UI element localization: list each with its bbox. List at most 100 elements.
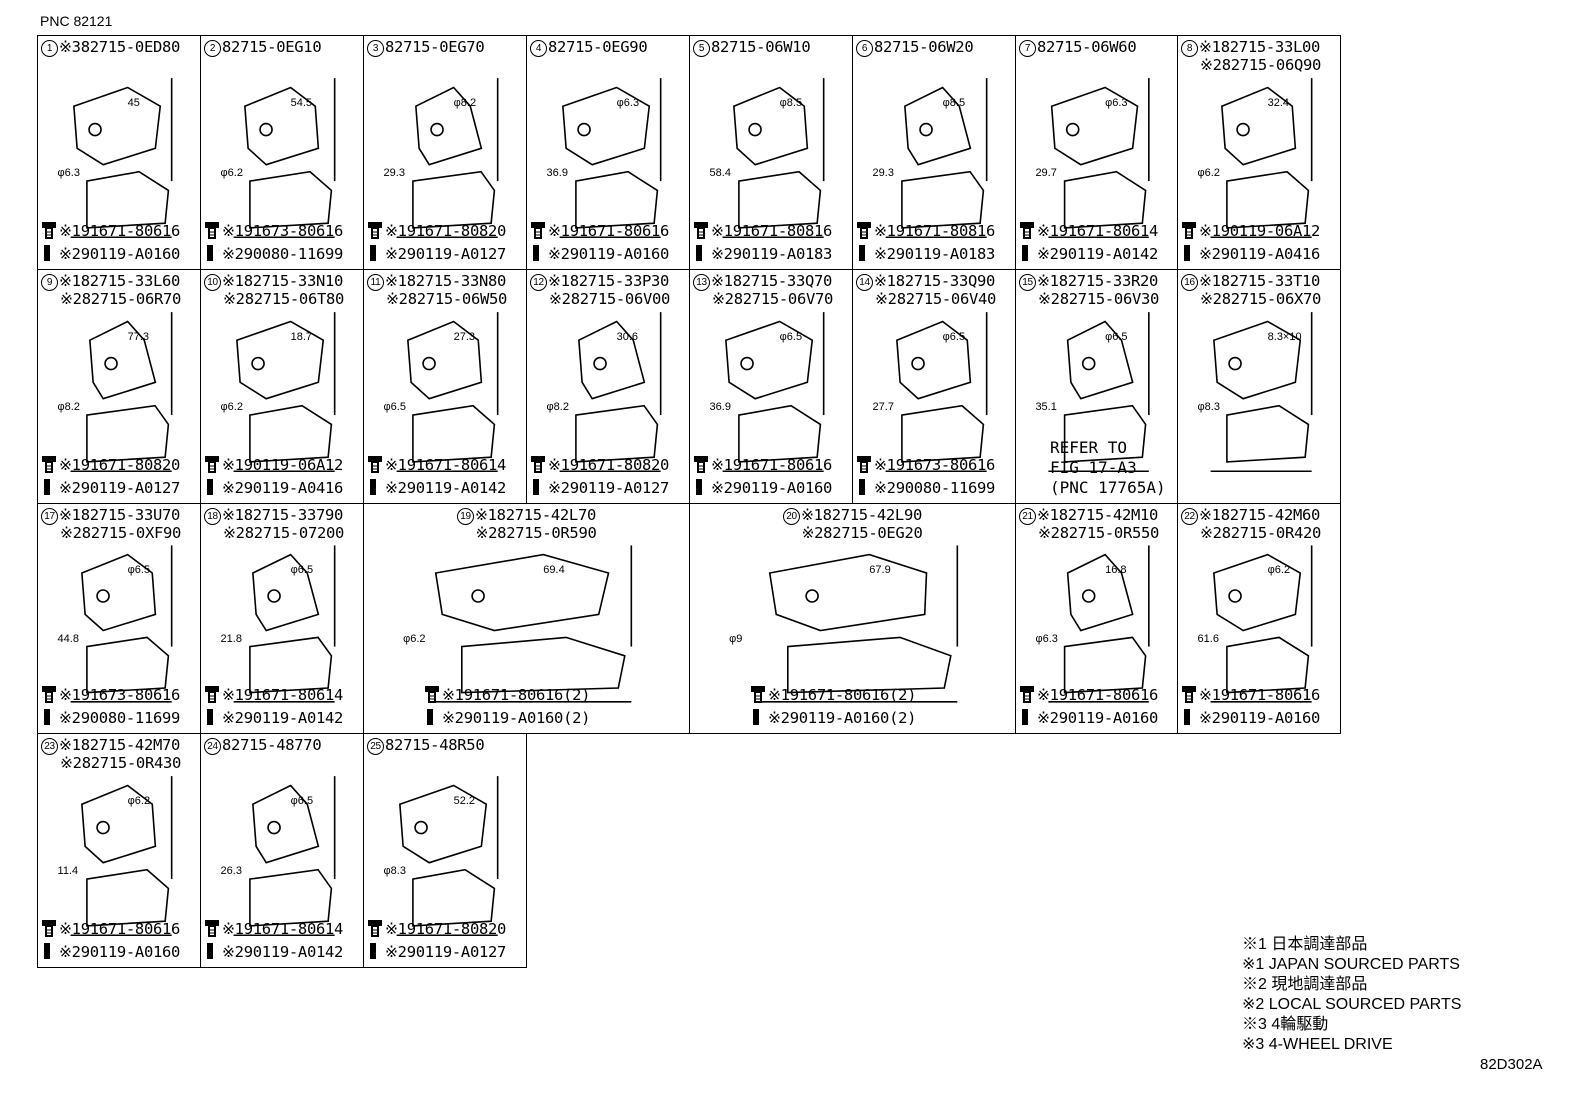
part-number: 82715-0EG90 <box>548 38 648 56</box>
dimension-label: φ6.5 <box>290 563 314 576</box>
part-number-alt: ※282715-06W50 <box>386 290 508 308</box>
bracket-drawing <box>233 776 336 937</box>
bolt-part-number: ※191673-80616 <box>874 456 996 474</box>
part-number-header: 1※382715-0ED80 <box>41 39 180 57</box>
dimension-label: φ6.5 <box>127 563 151 576</box>
washer-icon <box>1019 708 1037 731</box>
dimension-label: 21.8 <box>220 632 242 645</box>
dimension-label: φ9 <box>729 632 743 645</box>
dimension-label: φ6.3 <box>1035 632 1058 645</box>
part-number: ※182715-42M60 <box>1199 506 1321 524</box>
bracket-drawing <box>396 776 499 937</box>
callout-number: 20 <box>782 508 800 525</box>
legend-line: ※1 JAPAN SOURCED PARTS <box>1242 956 1460 973</box>
washer-icon <box>1181 708 1199 731</box>
bolt-icon <box>367 919 385 942</box>
bracket-drawing <box>233 312 336 473</box>
fastener-list: ※191671-80820※290119-A0127 <box>41 455 180 501</box>
bolt-icon <box>1181 221 1199 244</box>
callout-number: 10 <box>204 274 221 291</box>
bolt-part-number: ※191671-80616 <box>548 222 670 240</box>
dimension-label: 32.4 <box>1267 96 1290 109</box>
fastener-list: ※191671-80616※290119-A0160 <box>1181 685 1320 731</box>
bolt-icon <box>367 221 385 244</box>
bracket-drawing <box>885 312 988 473</box>
dimension-label: 35.1 <box>1035 401 1057 414</box>
fastener-list: ※191671-80616 ※290119-A0160 <box>530 221 669 267</box>
dimension-label: φ6.5 <box>383 401 406 414</box>
legend-line: ※2 LOCAL SOURCED PARTS <box>1242 996 1462 1013</box>
nut-part-number: ※290119-A0127 <box>59 479 181 497</box>
fastener-list: ※191671-80616(2)※290119-A0160(2) <box>750 685 916 731</box>
dimension-label: 69.4 <box>543 563 565 576</box>
part-number-header: 13※182715-33Q70※282715-06V70 <box>693 273 833 307</box>
dimension-label: 29.3 <box>383 167 405 180</box>
dimension-label: 27.7 <box>872 401 894 414</box>
part-number-alt: ※282715-0R430 <box>60 754 182 772</box>
dimension-label: 44.8 <box>57 632 79 645</box>
bolt-icon <box>856 221 874 244</box>
part-number-alt: ※282715-06V70 <box>712 290 834 308</box>
dimension-label: φ6.2 <box>220 401 243 414</box>
bracket-drawing <box>559 78 662 239</box>
bolt-icon <box>1019 221 1037 244</box>
part-number: ※182715-33N80 <box>385 272 507 290</box>
dimension-label: 36.9 <box>709 401 731 414</box>
bracket-drawing <box>233 545 336 703</box>
part-number-alt: ※282715-06Q90 <box>1200 56 1322 74</box>
nut-part-number: ※290119-A0160 <box>711 479 833 497</box>
callout-number: 19 <box>456 508 474 525</box>
callout-number: 17 <box>41 508 58 525</box>
dimension-label: 45 <box>127 96 140 109</box>
bolt-icon <box>750 685 768 708</box>
bolt-part-number: ※191671-80614 <box>222 686 344 704</box>
part-number-alt: ※282715-0EG20 <box>801 524 923 542</box>
part-number-alt: ※282715-07200 <box>223 524 345 542</box>
callout-number: 25 <box>367 738 384 755</box>
part-number-alt: ※282715-0XF90 <box>60 524 182 542</box>
nut-part-number: ※290119-A0127 <box>385 943 507 961</box>
nut-part-number: ※290119-A0160 <box>548 245 670 263</box>
washer-icon <box>367 478 385 501</box>
washer-icon <box>41 244 59 267</box>
part-number: 82715-06W10 <box>711 38 811 56</box>
nut-part-number: ※290080-11699 <box>59 709 181 727</box>
part-number-alt: ※282715-06T80 <box>223 290 345 308</box>
dimension-label: 27.3 <box>453 330 476 343</box>
bolt-part-number: ※191671-80816 <box>711 222 833 240</box>
bolt-icon <box>1181 685 1199 708</box>
dimension-label: φ6.2 <box>127 794 151 807</box>
callout-number: 21 <box>1019 508 1036 525</box>
bolt-part-number: ※191671-80820 <box>385 920 507 938</box>
part-number-header: 16※182715-33T10※282715-06X70 <box>1181 273 1321 307</box>
part-number-header: 17※182715-33U70※282715-0XF90 <box>41 507 181 541</box>
part-number-header: 9※182715-33L60※282715-06R70 <box>41 273 181 307</box>
diagram-code: 82D302A <box>1480 1056 1543 1073</box>
part-number: ※182715-33P30 <box>548 272 670 290</box>
bolt-part-number: ※191671-80616 <box>1037 686 1159 704</box>
callout-number: 15 <box>1019 274 1036 291</box>
part-number: ※182715-33L60 <box>59 272 181 290</box>
part-number: 82715-06W60 <box>1037 38 1137 56</box>
bracket-drawing <box>1210 78 1313 239</box>
bracket-drawing <box>1048 545 1150 703</box>
dimension-label: 11.4 <box>57 865 79 878</box>
part-number: ※182715-33R20 <box>1037 272 1159 290</box>
part-number: 82715-0EG70 <box>385 38 485 56</box>
part-number: ※182715-33T10 <box>1199 272 1321 290</box>
callout-number: 7 <box>1019 40 1036 57</box>
washer-icon <box>1019 244 1037 267</box>
part-number-alt: ※282715-06V30 <box>1038 290 1160 308</box>
dimension-label: 18.7 <box>290 330 313 343</box>
fastener-list: ※191671-80614※290119-A0142 <box>204 919 343 965</box>
fastener-list: ※191671-80616(2)※290119-A0160(2) <box>424 685 590 731</box>
dimension-label: 52.2 <box>453 794 476 807</box>
dimension-label: φ8.2 <box>546 401 569 414</box>
